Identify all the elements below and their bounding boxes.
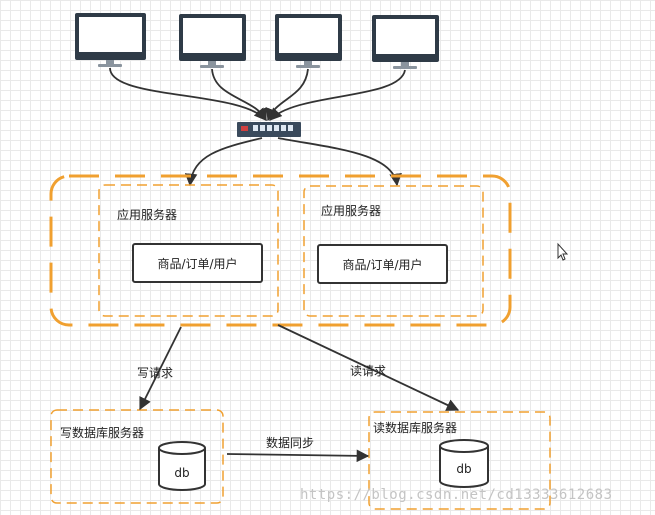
switch-links xyxy=(184,137,402,187)
app-server-title: 应用服务器 xyxy=(321,204,382,218)
module-box: 商品/订单/用户 xyxy=(132,243,263,283)
network-switch-icon xyxy=(237,122,301,137)
module-box: 商品/订单/用户 xyxy=(317,244,448,284)
write-request-label: 写请求 xyxy=(137,366,174,380)
read-db-server-box xyxy=(368,411,551,510)
database-cylinder-icon xyxy=(439,439,489,488)
mouse-cursor-icon xyxy=(557,242,569,261)
monitor-icon xyxy=(179,14,246,68)
database-cylinder-icon xyxy=(158,441,206,491)
db-label: db xyxy=(456,462,472,476)
data-sync-arrow xyxy=(226,449,370,463)
app-server-group xyxy=(49,174,512,327)
read-request-label: 读请求 xyxy=(350,364,387,378)
app-server-box xyxy=(98,184,279,317)
app-server-box xyxy=(303,185,484,317)
db-label: db xyxy=(174,466,190,480)
app-server-title: 应用服务器 xyxy=(117,208,178,222)
read-request-arrow xyxy=(277,324,460,411)
monitor-links xyxy=(109,67,406,122)
read-db-server-title: 读数据库服务器 xyxy=(373,421,458,435)
write-db-server-title: 写数据库服务器 xyxy=(60,426,145,440)
monitor-icon xyxy=(372,15,439,69)
monitor-icon xyxy=(275,14,342,68)
write-request-arrow xyxy=(139,326,182,411)
data-sync-label: 数据同步 xyxy=(266,436,315,450)
watermark: https://blog.csdn.net/cd13333612683 xyxy=(300,487,613,503)
write-db-server-box xyxy=(50,409,224,504)
monitor-icon xyxy=(75,13,146,67)
